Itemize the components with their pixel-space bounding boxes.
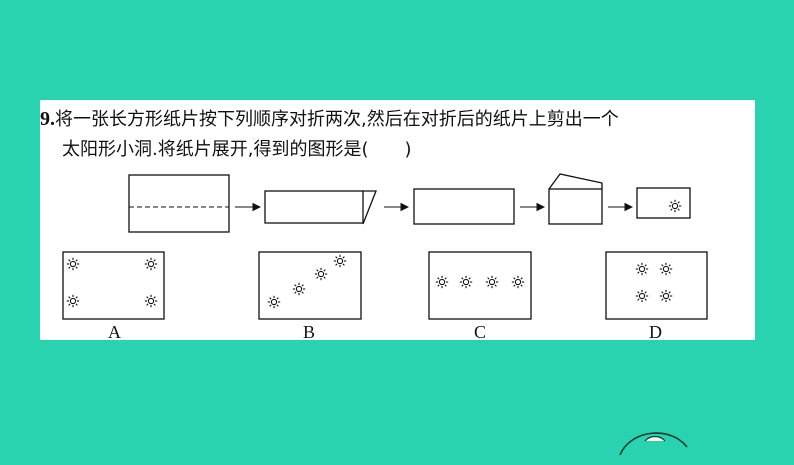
option-b-label[interactable]: B [303, 322, 316, 342]
step-5-sheet [636, 187, 691, 219]
question-line-2: 太阳形小洞.将纸片展开,得到的图形是( ) [62, 139, 412, 160]
option-c-label[interactable]: C [474, 322, 487, 342]
step-3-sheet [413, 188, 515, 225]
option-a-label[interactable]: A [108, 322, 121, 342]
option-d-label[interactable]: D [649, 322, 662, 342]
question-card: 9.将一张长方形纸片按下列顺序对折两次,然后在对折后的纸片上剪出一个 太阳形小洞… [40, 100, 755, 342]
option-b-figure[interactable] [258, 251, 362, 320]
step-1-sheet [128, 174, 230, 233]
option-c-figure[interactable] [428, 251, 532, 320]
question-line-1: 将一张长方形纸片按下列顺序对折两次,然后在对折后的纸片上剪出一个 [55, 109, 619, 130]
step-4-sheet [548, 173, 603, 225]
question-text: 9.将一张长方形纸片按下列顺序对折两次,然后在对折后的纸片上剪出一个 太阳形小洞… [40, 104, 752, 165]
step-2-sheet [264, 190, 377, 225]
option-a-figure[interactable] [62, 251, 165, 320]
option-d-figure[interactable] [605, 251, 708, 320]
question-number: 9. [40, 108, 55, 130]
decorative-doodle-icon [619, 432, 688, 456]
folding-diagram [62, 173, 708, 320]
